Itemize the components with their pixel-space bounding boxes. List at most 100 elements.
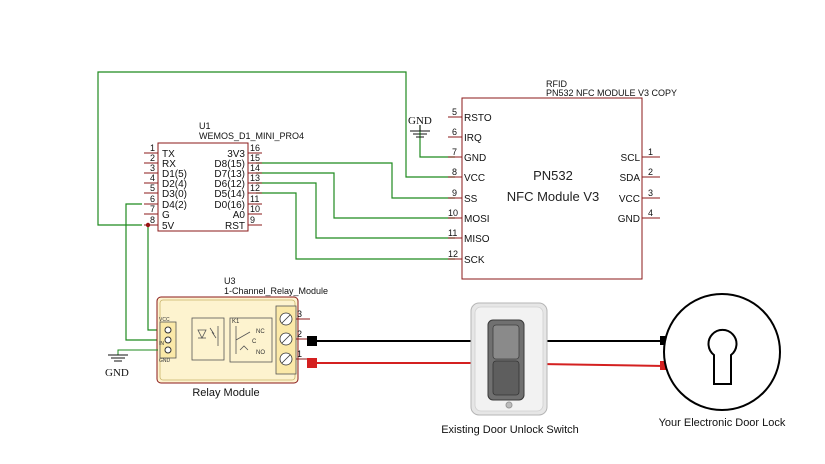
pin-label: VCC [619,194,640,205]
pin-label: D2(4) [162,179,187,190]
pn532-module: RFID PN532 NFC MODULE V3 COPY PN532 NFC … [448,79,677,280]
svg-text:12: 12 [448,249,458,259]
wire-d7-mosi [256,172,455,219]
relay-caption: Relay Module [192,387,259,399]
svg-text:7: 7 [150,204,155,214]
svg-text:10: 10 [250,204,260,214]
pin-label: D6(12) [214,179,245,190]
svg-text:10: 10 [448,208,458,218]
door-lock [663,293,781,411]
pin-label: VCC [464,173,485,184]
svg-text:VCC: VCC [159,317,170,323]
svg-text:14: 14 [250,163,260,173]
signal-wires [97,71,455,341]
svg-text:4: 4 [648,208,653,218]
svg-text:NC: NC [256,329,265,335]
lock-caption: Your Electronic Door Lock [659,417,786,429]
svg-text:1: 1 [648,147,653,157]
svg-text:1: 1 [297,349,302,359]
pin-label: RX [162,159,176,170]
screw-terminal-icon [279,312,293,366]
pn532-title: PN532 [533,168,573,183]
svg-text:NO: NO [256,350,265,356]
svg-text:GND: GND [159,358,171,364]
rocker-switch-icon [470,302,548,416]
svg-text:3: 3 [297,309,302,319]
wemos-name: WEMOS_D1_MINI_PRO4 [199,131,304,141]
pin-label: D5(14) [214,189,245,200]
pin-label: RST [225,221,245,232]
pin-label: MISO [464,234,490,245]
pin-label: SCL [621,153,641,164]
pin-label: A0 [233,210,246,221]
svg-text:5: 5 [150,183,155,193]
pin-label: RSTO [464,113,492,124]
pn532-subtitle: NFC Module V3 [507,189,599,204]
svg-text:15: 15 [250,153,260,163]
svg-text:K1: K1 [232,319,240,325]
red-connector [660,361,669,370]
wire-d8-ss [256,162,455,199]
svg-text:6: 6 [150,194,155,204]
wemos-module: U1 WEMOS_D1_MINI_PRO4 1TX 2RX 3D1(5) 4D2… [144,121,304,232]
gnd-label: GND [408,115,432,127]
svg-text:12: 12 [250,183,260,193]
pin-label: 3V3 [227,149,245,160]
svg-text:9: 9 [250,215,255,225]
svg-text:3: 3 [150,163,155,173]
wire-d6-miso [256,182,455,239]
svg-text:2: 2 [648,167,653,177]
wemos-ref: U1 [199,121,211,131]
wire-d5-sck [256,192,455,260]
wire-5v-relay-vcc [147,225,158,331]
red-connector [307,358,317,368]
ground-symbol-icon [410,125,430,138]
relay-ref: U3 [224,276,236,286]
svg-text:8: 8 [150,215,155,225]
svg-text:IN: IN [159,341,164,347]
pin-label: D4(2) [162,200,187,211]
svg-text:6: 6 [452,127,457,137]
svg-text:2: 2 [297,329,302,339]
ground-symbol-icon [108,349,158,362]
pin-label: SS [464,194,478,205]
power-wires [310,340,665,367]
svg-text:3: 3 [648,188,653,198]
wire-red-right [539,363,665,367]
pin-label: D3(0) [162,189,187,200]
pin-label: D1(5) [162,169,187,180]
switch-caption: Existing Door Unlock Switch [441,424,579,436]
svg-text:4: 4 [150,173,155,183]
pin-label: GND [618,214,640,225]
svg-text:11: 11 [250,194,259,204]
gnd-label: GND [105,367,129,379]
relay-module: U3 1-Channel_Relay_Module VCC IN GND K1 … [156,276,328,399]
svg-text:7: 7 [452,147,457,157]
pin-label: D0(16) [214,200,245,211]
svg-text:11: 11 [448,228,457,238]
svg-text:9: 9 [452,188,457,198]
keyhole-icon [707,328,738,385]
pin-label: G [162,210,170,221]
svg-text:2: 2 [150,153,155,163]
pin-label: D7(13) [214,169,245,180]
pin-label: GND [464,153,486,164]
svg-text:C: C [252,339,257,345]
pn532-name: PN532 NFC MODULE V3 COPY [546,88,677,98]
pn532-ref: RFID [546,79,567,89]
black-connector [307,336,317,346]
relay-name: 1-Channel_Relay_Module [224,286,328,296]
wire-vcc-loop [97,71,455,226]
pin-label: IRQ [464,133,482,144]
svg-text:16: 16 [250,143,260,153]
pin-label: D8(15) [214,159,245,170]
pin-label: SDA [619,173,640,184]
svg-text:1: 1 [150,143,155,153]
pin-label: 5V [162,221,175,232]
svg-text:5: 5 [452,107,457,117]
wire-pn532-gnd [419,125,455,158]
pin-label: MOSI [464,214,490,225]
svg-text:13: 13 [250,173,260,183]
pin-label: SCK [464,255,485,266]
